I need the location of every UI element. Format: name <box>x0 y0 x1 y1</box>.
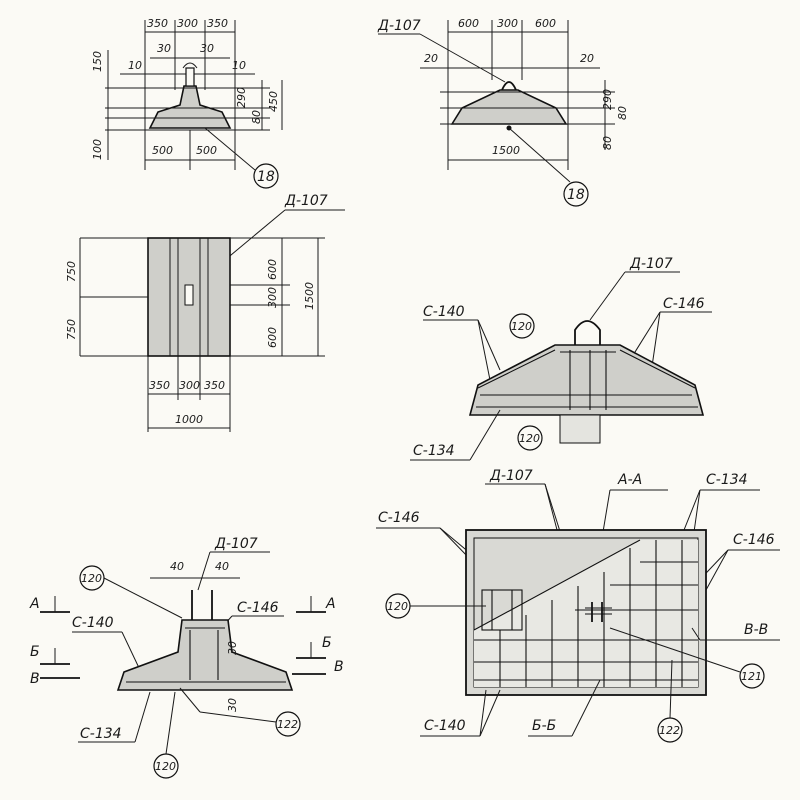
v4-callout-120a: 120 <box>511 320 532 333</box>
view4-reinforcement: Д-107 С-140 С-146 120 С-134 120 <box>410 256 712 461</box>
v1-dim-100: 100 <box>91 139 104 160</box>
v3-dim-350a: 350 <box>149 379 170 392</box>
v2-dim-290: 290 <box>601 89 614 110</box>
v5-tag-c146: С-146 <box>237 600 279 616</box>
v1-dim-150: 150 <box>91 51 104 72</box>
v6-section-bb: Б-Б <box>532 718 556 734</box>
v6-callout-122: 122 <box>659 724 680 737</box>
view6-plan-section: Д-107 А-А С-134 С-146 С-146 <box>376 468 780 743</box>
v2-dim-20b: 20 <box>580 52 594 65</box>
v6-tag-c140: С-140 <box>424 718 466 734</box>
v2-dim-300: 300 <box>497 17 518 30</box>
view3-plan: Д-107 750 750 600 300 600 1500 350 300 <box>65 193 345 432</box>
v4-callout-120b: 120 <box>519 432 540 445</box>
v5-callout-circle-c <box>275 711 301 737</box>
v5-tag-c134: С-134 <box>80 726 122 742</box>
v1-callout-18: 18 <box>257 169 275 185</box>
v3-dim-300: 300 <box>266 287 279 308</box>
v5-callout-122: 122 <box>277 718 298 731</box>
v5-mark-v-left: В <box>30 671 40 687</box>
v3-dim-350b: 350 <box>204 379 225 392</box>
v1-dim-350b: 350 <box>207 17 228 30</box>
v1-dim-80: 80 <box>250 110 263 124</box>
v1-dim-10a: 10 <box>128 59 142 72</box>
v3-tag-d107: Д-107 <box>284 193 328 209</box>
v6-callout-121: 121 <box>741 670 762 683</box>
v6-callout-circle-121 <box>739 663 765 689</box>
v2-dim-80a: 80 <box>616 106 629 120</box>
v6-section-vv: В-В <box>744 622 768 638</box>
v3-dim-1500: 1500 <box>303 282 316 310</box>
v1-dim-500a: 500 <box>152 144 173 157</box>
v5-mark-b-left: Б <box>30 644 40 660</box>
v4-tag-c140: С-140 <box>423 304 465 320</box>
v5-callout-120b: 120 <box>155 760 176 773</box>
v6-rebar-grid <box>474 540 698 687</box>
v5-dim-40a: 40 <box>170 560 184 573</box>
v5-dim-40b: 40 <box>215 560 229 573</box>
v3-dim-1000: 1000 <box>175 413 203 426</box>
v2-dim-1500: 1500 <box>492 144 520 157</box>
v3-dim-600a: 600 <box>266 259 279 280</box>
v2-tag-d107: Д-107 <box>377 18 421 34</box>
v5-tag-d107: Д-107 <box>214 536 258 552</box>
v4-tag-d107: Д-107 <box>629 256 673 272</box>
v1-callout-circle <box>253 163 279 189</box>
v1-dim-500b: 500 <box>196 144 217 157</box>
v2-callout-18: 18 <box>567 187 585 203</box>
view2-front-elevation: Д-107 600 300 600 20 20 290 80 80 1500 1… <box>377 17 629 207</box>
v5-tag-c140: С-140 <box>72 615 114 631</box>
v6-tag-d107: Д-107 <box>489 468 533 484</box>
v5-dim-30b: 30 <box>226 698 239 712</box>
v3-dim-300b: 300 <box>179 379 200 392</box>
v6-section-aa: А-А <box>617 472 642 488</box>
v2-dim-600a: 600 <box>458 17 479 30</box>
v6-tag-c134: С-134 <box>706 472 748 488</box>
v6-tag-c146a: С-146 <box>378 510 420 526</box>
v6-tag-c146b: С-146 <box>733 532 775 548</box>
v1-dim-30a: 30 <box>157 42 171 55</box>
v1-dim-10b: 10 <box>232 59 246 72</box>
v1-dim-300: 300 <box>177 17 198 30</box>
v5-mark-b-right: Б <box>322 635 332 651</box>
v5-mark-v-right: В <box>334 659 344 675</box>
view1-side-elevation: 350 300 350 30 30 10 10 150 100 290 80 4… <box>91 17 283 189</box>
v1-dim-450: 450 <box>267 91 280 112</box>
v1-dim-350a: 350 <box>147 17 168 30</box>
v4-callout-circle-a <box>509 313 535 339</box>
v3-dim-600b: 600 <box>266 327 279 348</box>
v4-callout-circle-b <box>517 425 543 451</box>
v1-dim-30b: 30 <box>200 42 214 55</box>
v5-dim-30a: 30 <box>226 641 239 655</box>
v5-callout-120a: 120 <box>81 572 102 585</box>
v2-callout-circle <box>563 181 589 207</box>
v5-mark-a-right: А <box>325 596 336 612</box>
v5-mark-a-left: А <box>29 596 40 612</box>
v3-dim-750a: 750 <box>65 261 78 282</box>
v2-dim-80b: 80 <box>601 136 614 150</box>
v2-dim-20a: 20 <box>424 52 438 65</box>
v4-tag-c146: С-146 <box>663 296 705 312</box>
view5-cross-section: Д-107 40 40 120 С-146 С-140 30 30 А Б В <box>29 536 344 779</box>
v1-dim-290: 290 <box>235 87 248 108</box>
v6-callout-120: 120 <box>387 600 408 613</box>
v3-dim-750b: 750 <box>65 319 78 340</box>
v4-tag-c134: С-134 <box>413 443 455 459</box>
v2-dim-600b: 600 <box>535 17 556 30</box>
